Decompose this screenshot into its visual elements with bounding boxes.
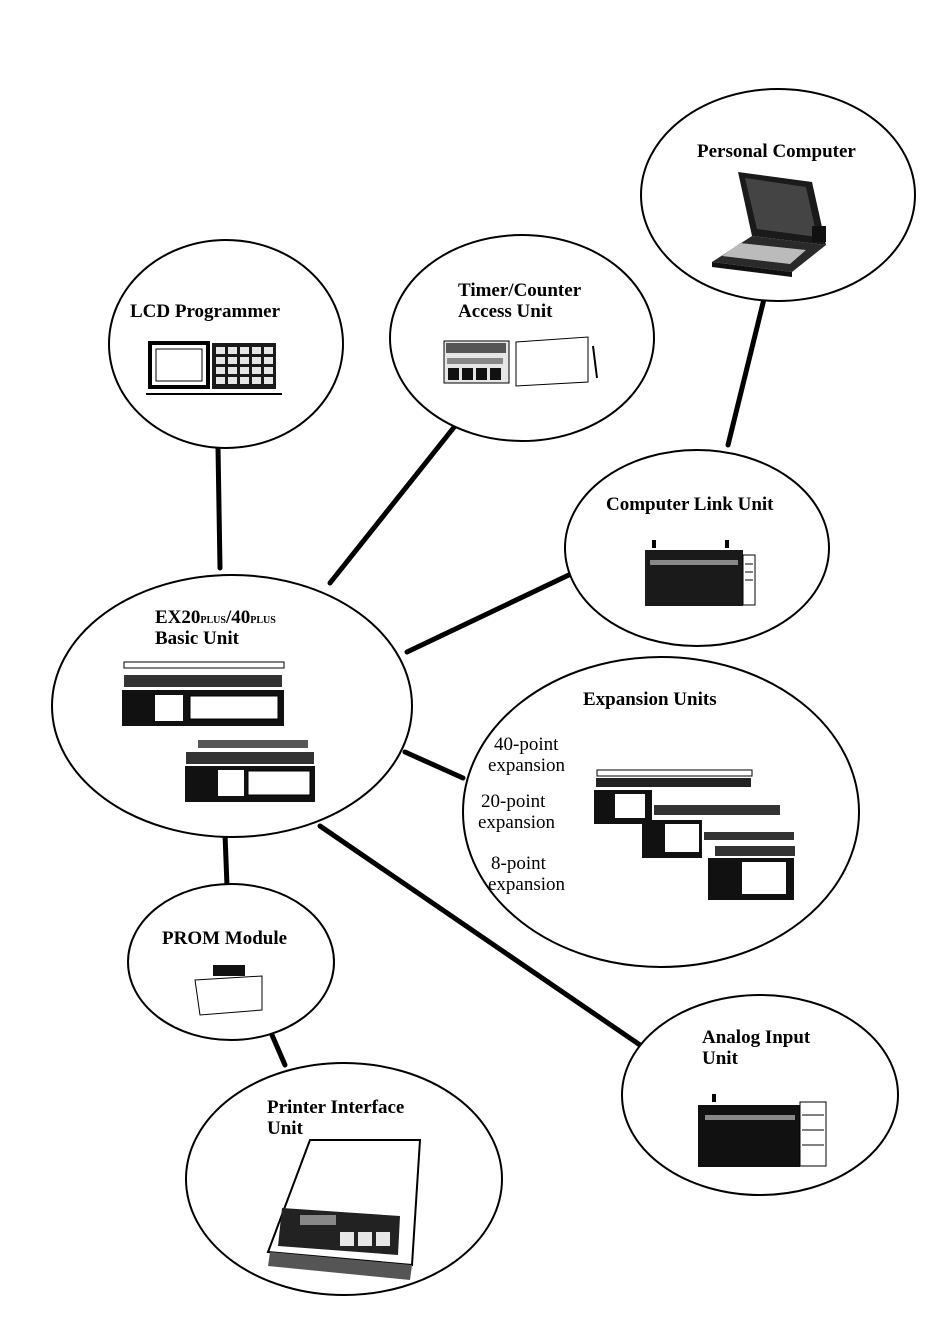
label-analog-input-line1: Analog Input xyxy=(702,1027,810,1048)
label-basic-unit-line1: EX20plus/40plus xyxy=(155,607,276,630)
basic-unit-suffix-a: plus xyxy=(200,612,226,627)
lcd-programmer-illustration xyxy=(146,343,282,394)
link-prom-basic xyxy=(225,834,227,886)
label-printer-interface-line1: Printer Interface xyxy=(267,1097,404,1118)
label-40-point-line2: expansion xyxy=(488,755,565,776)
timer-counter-illustration xyxy=(444,337,597,386)
link-lcd-basic xyxy=(218,447,220,568)
label-20-point-line1: 20-point xyxy=(481,791,545,812)
basic-unit-suffix-b: plus xyxy=(250,612,276,627)
label-timer-counter-line2: Access Unit xyxy=(458,301,552,322)
label-analog-input-line2: Unit xyxy=(702,1048,738,1069)
label-8-point-line1: 8-point xyxy=(491,853,546,874)
link-printer-prom xyxy=(272,1035,285,1065)
label-20-point-line2: expansion xyxy=(478,812,555,833)
link-expansion-basic xyxy=(405,752,463,778)
link-timer-basic xyxy=(330,426,455,583)
node-prom-module xyxy=(128,884,334,1040)
link-computerlink-basic xyxy=(407,573,573,652)
label-timer-counter-line1: Timer/Counter xyxy=(458,280,581,301)
label-printer-interface-line2: Unit xyxy=(267,1118,303,1139)
basic-unit-model-b: 40 xyxy=(231,607,250,628)
label-40-point-line1: 40-point xyxy=(494,734,558,755)
link-pc-computerlink xyxy=(728,299,764,445)
label-lcd-programmer: LCD Programmer xyxy=(130,301,280,322)
node-computer-link xyxy=(565,450,829,646)
label-basic-unit-line2: Basic Unit xyxy=(155,628,239,649)
label-prom-module: PROM Module xyxy=(162,928,287,949)
label-8-point-line2: expansion xyxy=(488,874,565,895)
node-timer-counter xyxy=(390,235,654,441)
basic-unit-model-a: EX20 xyxy=(155,607,200,628)
label-computer-link: Computer Link Unit xyxy=(606,494,774,515)
label-expansion-units: Expansion Units xyxy=(583,689,717,710)
label-personal-computer: Personal Computer xyxy=(697,141,856,162)
